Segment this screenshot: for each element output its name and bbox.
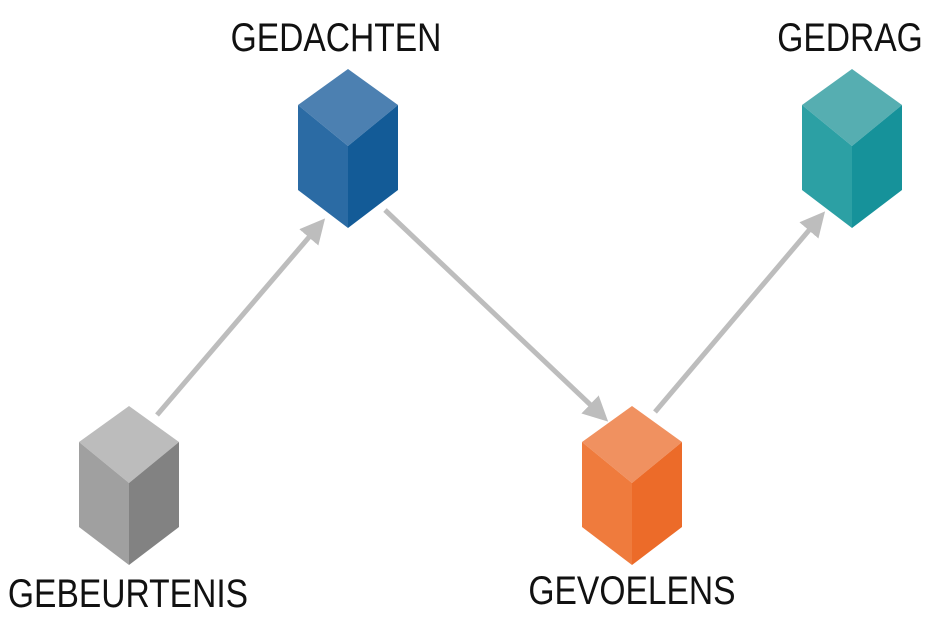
cube-face-right xyxy=(129,442,179,565)
cube-face-right xyxy=(852,105,902,228)
cube-face-top xyxy=(802,69,902,146)
cube-face-left xyxy=(582,442,632,565)
cube-gebeurtenis xyxy=(79,406,179,565)
label-gevoelens: GEVOELENS xyxy=(528,568,735,612)
cube-face-right xyxy=(348,105,398,228)
cube-gedachten xyxy=(298,69,398,228)
label-gedrag: GEDRAG xyxy=(777,15,923,59)
cube-gevoelens xyxy=(582,406,682,565)
cube-face-top xyxy=(582,406,682,483)
cube-face-top xyxy=(79,406,179,483)
arrow-gebeurtenis-to-gedachten xyxy=(155,218,326,417)
arrow-gevoelens-to-gedrag xyxy=(653,211,826,414)
arrow-gedachten-to-gevoelens xyxy=(383,208,609,422)
cube-face-left xyxy=(802,105,852,228)
cube-face-right xyxy=(632,442,682,565)
cube-face-top xyxy=(298,69,398,146)
cube-gedrag xyxy=(802,69,902,228)
label-gedachten: GEDACHTEN xyxy=(231,15,442,59)
cube-face-left xyxy=(79,442,129,565)
label-gebeurtenis: GEBEURTENIS xyxy=(8,571,248,615)
cube-face-left xyxy=(298,105,348,228)
